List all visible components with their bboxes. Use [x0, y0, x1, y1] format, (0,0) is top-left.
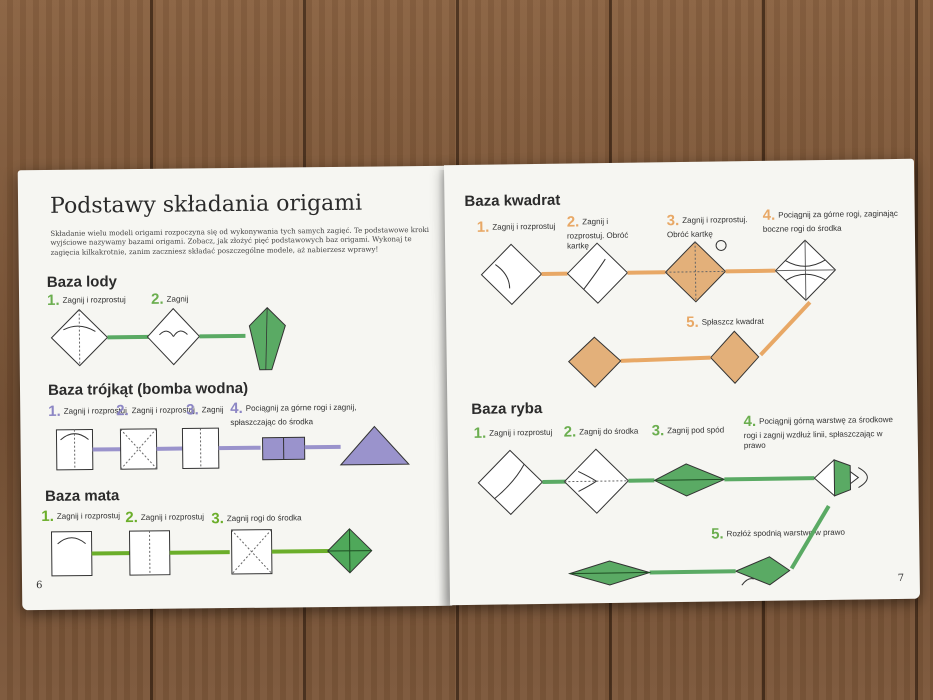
step-label: 1.Zagnij i rozprostuj [473, 424, 553, 442]
section-title-baza-trojkat: Baza trójkąt (bomba wodna) [47, 379, 249, 399]
step-label: 3.Zagnij [186, 401, 224, 419]
step-label: 3.Zagnij rogi do środka [211, 510, 302, 528]
step-label: 4.Pociągnij za górne rogi, zaginając boc… [762, 206, 898, 234]
step-label: 1.Zagnij i rozprostuj [48, 402, 127, 420]
step-label: 2.Zagnij i rozprostuj [125, 509, 205, 527]
baza-mata-diagram [50, 528, 373, 577]
step-label: 3.Zagnij i rozprostuj. Obróć kartkę [666, 212, 748, 240]
page-number: 6 [36, 580, 43, 592]
step-label: 2.Zagnij i rozprostuj [116, 402, 195, 420]
section-title-baza-kwadrat: Baza kwadrat [464, 191, 561, 211]
baza-kwadrat-diagram [480, 239, 837, 388]
left-page: Podstawy składania origami Składanie wie… [17, 165, 453, 611]
step-label: 1.Zagnij i rozprostuj [476, 218, 556, 236]
baza-lody-diagram [50, 306, 286, 371]
intro-text: Składanie wielu modeli origami rozpoczyn… [50, 225, 430, 257]
page-title: Podstawy składania origami [49, 190, 363, 219]
step-label: 4.Pociągnij za górne rogi i zagnij, spła… [230, 399, 357, 428]
section-title-baza-ryba: Baza ryba [471, 399, 543, 418]
section-title-baza-mata: Baza mata [45, 487, 120, 505]
baza-trojkat-diagram [55, 425, 410, 471]
step-label: 1.Zagnij i rozprostuj [41, 507, 121, 526]
baza-ryba-diagram [477, 448, 868, 586]
page-number: 7 [897, 572, 905, 585]
step-label: 2.Zagnij do środka [563, 423, 639, 441]
section-title-baza-lody: Baza lody [46, 273, 118, 291]
step-label: 3.Zagnij pod spód [651, 422, 725, 440]
right-page: Baza kwadrat 1.Zagnij i rozprostuj 2.Zag… [443, 158, 921, 606]
